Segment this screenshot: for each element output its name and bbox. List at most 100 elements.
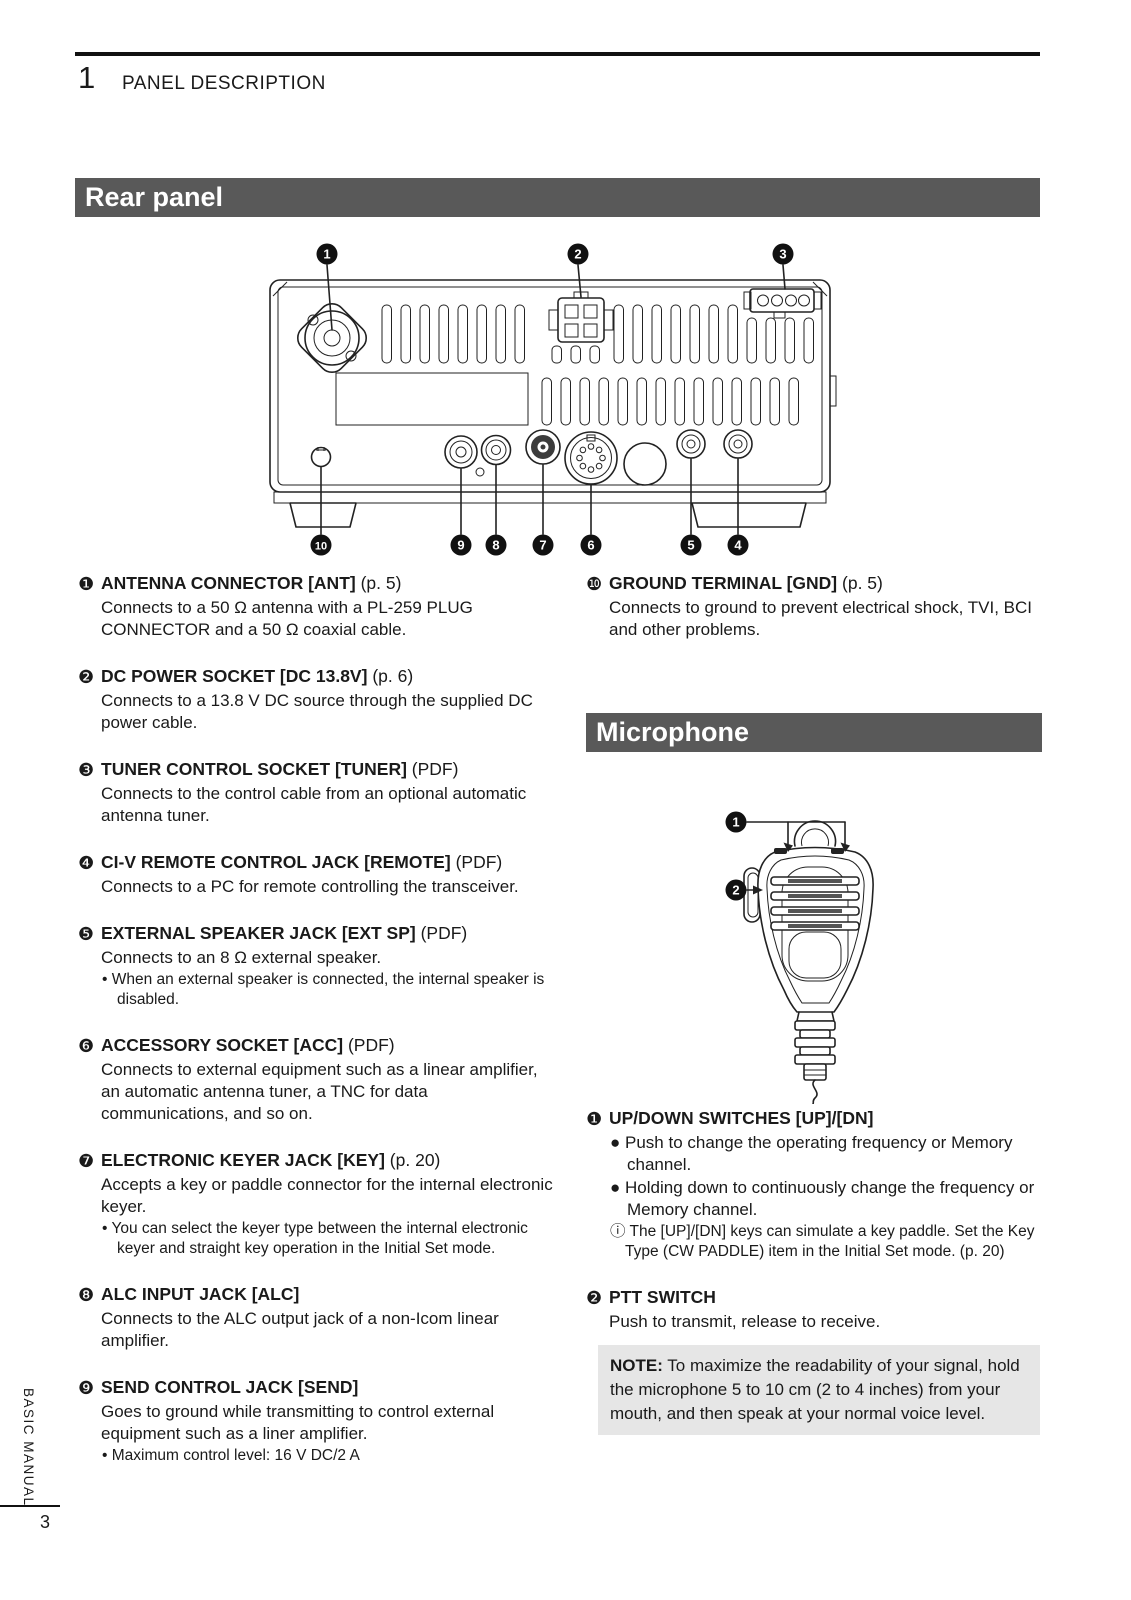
cable-drawing [794, 1011, 836, 1104]
gnd-terminal-drawing [310, 446, 332, 468]
item-number: ❾ [78, 1378, 95, 1399]
item-body: Connects to a 50 Ω antenna with a PL-259… [101, 598, 473, 639]
item-number: ❶ [78, 574, 95, 595]
note-box: NOTE: To maximize the readability of you… [598, 1345, 1040, 1435]
item-title: UP/DOWN SWITCHES [UP]/[DN] [609, 1108, 874, 1128]
callout-number: 7 [539, 538, 546, 553]
item-title: EXTERNAL SPEAKER JACK [EXT SP] [101, 923, 416, 943]
item-number: ❷ [586, 1288, 603, 1309]
section-banner-rear-panel: Rear panel [75, 178, 1040, 217]
item-number: ❶ [586, 1109, 603, 1130]
remote-jack-drawing [676, 429, 706, 459]
header-rule [75, 52, 1040, 56]
vent-slots [335, 304, 814, 426]
item-number: ❹ [78, 853, 95, 874]
rear-panel-drawing: 1 2 3 10 9 8 7 6 5 4 [269, 243, 837, 556]
item-body: Connects to an 8 Ω external speaker. [101, 948, 382, 967]
item-title: ALC INPUT JACK [ALC] [101, 1284, 300, 1304]
item-sub-bullet: • You can select the keyer type between … [102, 1220, 528, 1257]
item-title: CI-V REMOTE CONTROL JACK [REMOTE] [101, 852, 451, 872]
acc-socket-drawing [564, 431, 618, 485]
item-body: Connects to a PC for remote controlling … [101, 877, 519, 896]
callout-number: 1 [323, 247, 330, 262]
footer-rule [0, 1505, 60, 1507]
callout-number: 6 [587, 538, 594, 553]
item-number: ❸ [78, 760, 95, 781]
item-body: Connects to ground to prevent electrical… [609, 598, 1033, 639]
item-up-down-switches: ❶ UP/DOWN SWITCHES [UP]/[DN] ● Push to ch… [586, 1107, 1042, 1262]
callout-number: 3 [779, 247, 786, 262]
figure-callouts: 1 2 [725, 811, 747, 901]
item-number: ❼ [78, 1151, 95, 1172]
item-title: TUNER CONTROL SOCKET [TUNER] [101, 759, 407, 779]
dc-socket-drawing [548, 291, 614, 343]
item-number: ❷ [78, 667, 95, 688]
callout-number: 2 [732, 883, 739, 898]
tuner-socket-drawing [743, 288, 822, 319]
item-bullet: ● Holding down to continuously change th… [610, 1178, 1035, 1219]
hanger-hook-drawing [793, 820, 837, 847]
item-number: ❽ [78, 1285, 95, 1306]
item-sub-bullet: • Maximum control level: 16 V DC/2 A [102, 1447, 360, 1464]
item-page-ref: (p. 5) [842, 573, 883, 593]
item-body: Connects to the ALC output jack of a non… [101, 1309, 499, 1350]
callout-number: 2 [574, 247, 581, 262]
item-page-ref: (PDF) [347, 1035, 395, 1055]
microphone-drawing: 1 2 [725, 811, 874, 1104]
callout-leader-lines [320, 264, 786, 535]
item-body: Connects to a 13.8 V DC source through t… [101, 691, 533, 732]
item-body: Accepts a key or paddle connector for th… [101, 1175, 553, 1216]
grille-bars-drawing [770, 876, 860, 931]
microphone-items: ❶ UP/DOWN SWITCHES [UP]/[DN] ● Push to ch… [586, 1107, 1042, 1435]
item-ptt-switch: ❷ PTT SWITCH Push to transmit, release to… [586, 1286, 1042, 1435]
item-electronic-keyer-jack: ❼ ELECTRONIC KEYER JACK [KEY] (p. 20) Acc… [78, 1149, 556, 1259]
item-tuner-control-socket: ❸ TUNER CONTROL SOCKET [TUNER] (PDF) Conn… [78, 758, 556, 827]
callout-number: 4 [734, 538, 742, 553]
item-number: ❺ [78, 924, 95, 945]
item-page-ref: (PDF) [420, 923, 468, 943]
chapter-title: PANEL DESCRIPTION [122, 73, 326, 94]
item-page-ref: (p. 20) [389, 1150, 441, 1170]
item-bullet: ● Push to change the operating frequency… [610, 1133, 1013, 1174]
item-title: PTT SWITCH [609, 1287, 716, 1307]
item-body: Push to transmit, release to receive. [609, 1312, 881, 1331]
key-jack-drawing [525, 429, 561, 465]
page-number: 3 [40, 1512, 51, 1532]
callout-number: 9 [457, 538, 464, 553]
item-title: ANTENNA CONNECTOR [ANT] [101, 573, 356, 593]
item-title: SEND CONTROL JACK [SEND] [101, 1377, 359, 1397]
transceiver-case [269, 279, 837, 528]
callout-number: 5 [687, 538, 694, 553]
fan-hole-drawing [623, 442, 667, 486]
item-sub-bullet: • When an external speaker is connected,… [102, 971, 545, 1008]
item-alc-input-jack: ❽ ALC INPUT JACK [ALC] Connects to the AL… [78, 1283, 556, 1352]
item-info-note: ⓘ The [UP]/[DN] keys can simulate a key … [610, 1223, 1035, 1260]
item-page-ref: (PDF) [411, 759, 459, 779]
item-title: DC POWER SOCKET [DC 13.8V] [101, 666, 368, 686]
ant-connector-drawing [296, 302, 368, 374]
item-external-speaker-jack: ❺ EXTERNAL SPEAKER JACK [EXT SP] (PDF) Co… [78, 922, 556, 1010]
item-title: ELECTRONIC KEYER JACK [KEY] [101, 1150, 385, 1170]
section-banner-microphone: Microphone [586, 713, 1042, 752]
ext-sp-jack-drawing [723, 429, 753, 459]
chapter-number: 1 [78, 60, 96, 95]
callout-number: 10 [315, 541, 327, 553]
callout-leader-lines [746, 821, 850, 895]
sidebar-manual-label: BASIC MANUAL [21, 1388, 36, 1507]
rear-panel-figure: 1 2 3 10 9 8 7 6 5 4 [240, 228, 860, 558]
item-body: Connects to external equipment such as a… [101, 1060, 538, 1123]
alc-jack-drawing [480, 434, 512, 466]
item-body: Goes to ground while transmitting to con… [101, 1402, 495, 1443]
item-number: ❿ [586, 574, 603, 595]
item-body: Connects to the control cable from an op… [101, 784, 527, 825]
item-page-ref: (PDF) [455, 852, 503, 872]
microphone-figure: 1 2 [648, 774, 1042, 1104]
figure-callouts: 1 2 3 10 9 8 7 6 5 4 [310, 243, 794, 556]
